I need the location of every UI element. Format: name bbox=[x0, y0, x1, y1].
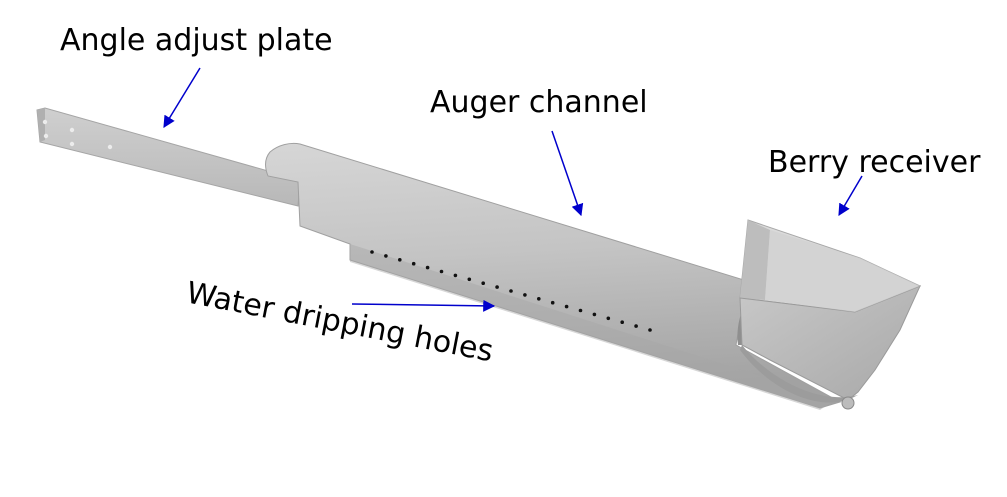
plate-hole bbox=[43, 133, 49, 139]
water-hole bbox=[384, 254, 388, 258]
angle-adjust-plate bbox=[36, 107, 301, 207]
berry-receiver bbox=[739, 219, 922, 410]
water-hole bbox=[523, 293, 527, 297]
water-hole bbox=[495, 285, 499, 289]
water-hole bbox=[606, 316, 611, 321]
label-angle-adjust-plate: Angle adjust plate bbox=[60, 23, 333, 58]
water-hole bbox=[481, 281, 486, 286]
water-hole bbox=[634, 324, 638, 328]
water-hole bbox=[550, 300, 555, 305]
plate-hole bbox=[69, 127, 75, 133]
plate-hole bbox=[69, 141, 75, 147]
water-hole bbox=[411, 261, 416, 266]
water-hole bbox=[648, 328, 652, 332]
arrow-berry-receiver bbox=[838, 175, 863, 217]
water-hole bbox=[467, 277, 472, 282]
label-berry-receiver: Berry receiver bbox=[768, 145, 981, 180]
label-auger-channel: Auger channel bbox=[430, 85, 648, 120]
water-hole bbox=[509, 289, 513, 293]
arrow-auger-channel bbox=[551, 130, 584, 217]
water-hole bbox=[425, 265, 430, 270]
water-hole bbox=[439, 269, 444, 274]
water-hole bbox=[453, 273, 458, 278]
auger-channel-tube bbox=[265, 142, 842, 410]
water-hole bbox=[578, 308, 583, 313]
water-hole bbox=[620, 320, 624, 325]
arrow-angle-plate bbox=[163, 67, 201, 129]
plate-hole bbox=[107, 144, 113, 150]
outlet-fitting bbox=[841, 396, 855, 410]
water-hole bbox=[398, 258, 402, 262]
water-hole bbox=[537, 297, 541, 301]
water-hole bbox=[592, 312, 597, 317]
plate-hole bbox=[42, 119, 48, 125]
water-hole bbox=[370, 250, 374, 254]
water-dripping-holes bbox=[370, 250, 652, 332]
water-hole bbox=[564, 304, 569, 309]
arrow-water-holes bbox=[351, 299, 496, 312]
